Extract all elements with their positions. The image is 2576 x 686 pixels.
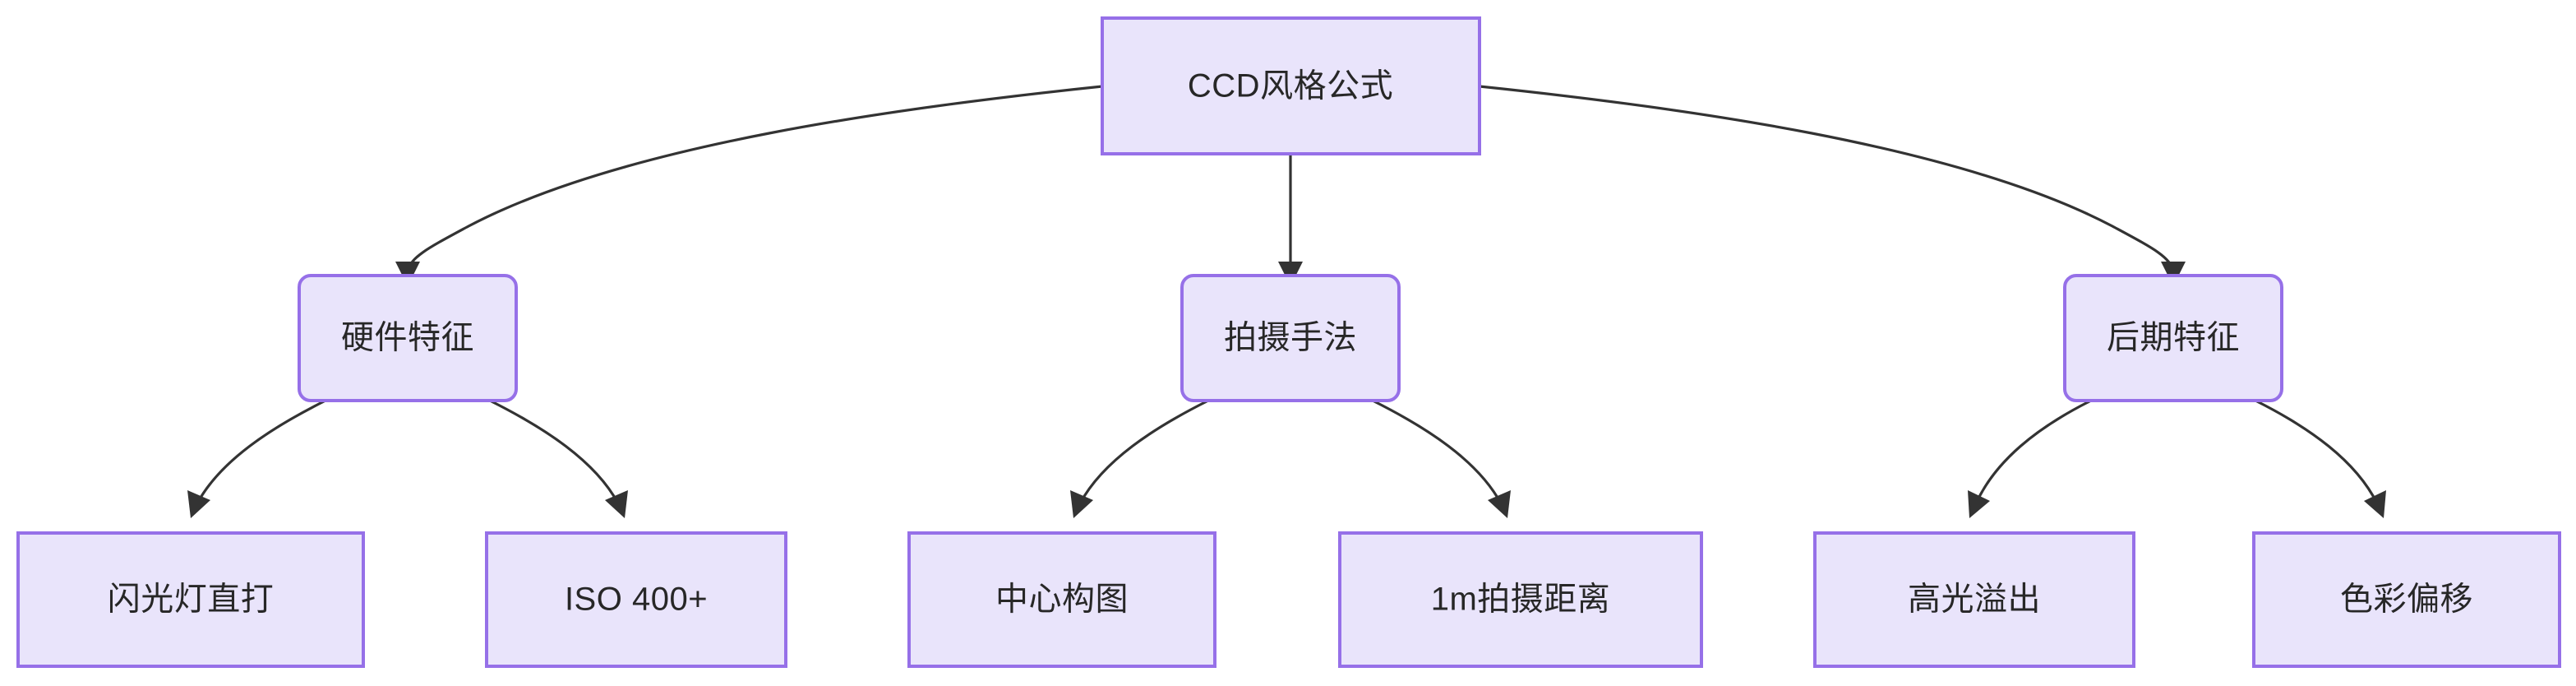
edge-postprocess-to-bloom [1968, 399, 2092, 518]
arrowhead-icon [1968, 490, 1990, 518]
arrowhead-icon [605, 490, 628, 518]
node-shooting[interactable]: 拍摄手法 [1180, 274, 1401, 402]
edge-root-to-hardware [395, 85, 1103, 286]
node-bloom-label: 高光溢出 [1908, 582, 2041, 618]
node-iso-label: ISO 400+ [565, 582, 708, 618]
node-bloom-shape[interactable] [1813, 531, 2135, 668]
edge-hardware-to-flash [187, 399, 326, 518]
node-flash[interactable]: 闪光灯直打 [16, 531, 365, 668]
node-iso[interactable]: ISO 400+ [485, 531, 787, 668]
edge-hardware-to-iso [489, 399, 628, 518]
arrowhead-icon [1070, 490, 1093, 518]
node-postprocess[interactable]: 后期特征 [2063, 274, 2283, 402]
node-distance-shape[interactable] [1338, 531, 1703, 668]
node-shooting-shape[interactable] [1180, 274, 1401, 402]
edge-shooting-to-distance [1372, 399, 1511, 518]
node-root-shape[interactable] [1101, 16, 1481, 155]
node-colorshift-shape[interactable] [2252, 531, 2561, 668]
node-composition-shape[interactable] [907, 531, 1216, 668]
edge-postprocess-to-colorshift [2255, 399, 2386, 518]
node-iso-shape[interactable] [485, 531, 787, 668]
node-flash-label: 闪光灯直打 [108, 582, 275, 618]
node-distance-label: 1m拍摄距离 [1431, 582, 1611, 618]
node-hardware-label: 硬件特征 [341, 320, 474, 356]
node-shooting-label: 拍摄手法 [1224, 320, 1357, 356]
node-hardware-shape[interactable] [298, 274, 518, 402]
node-hardware[interactable]: 硬件特征 [298, 274, 518, 402]
arrowhead-icon [187, 490, 210, 518]
node-bloom[interactable]: 高光溢出 [1813, 531, 2135, 668]
node-root[interactable]: CCD风格公式 [1101, 16, 1481, 155]
edge-shooting-to-composition [1070, 399, 1209, 518]
arrowhead-icon [2364, 490, 2386, 518]
edge-root-to-shooting [1278, 154, 1303, 286]
node-layer: CCD风格公式 硬件特征 拍摄手法 后期特征 闪光灯直打 [16, 16, 2561, 668]
node-colorshift-label: 色彩偏移 [2340, 582, 2473, 618]
node-composition-label: 中心构图 [995, 582, 1129, 618]
node-postprocess-shape[interactable] [2063, 274, 2283, 402]
node-distance[interactable]: 1m拍摄距离 [1338, 531, 1703, 668]
edge-root-to-postprocess [1479, 85, 2186, 286]
node-composition[interactable]: 中心构图 [907, 531, 1216, 668]
node-root-label: CCD风格公式 [1188, 68, 1393, 104]
node-flash-shape[interactable] [16, 531, 365, 668]
node-colorshift[interactable]: 色彩偏移 [2252, 531, 2561, 668]
arrowhead-icon [1488, 490, 1511, 518]
node-postprocess-label: 后期特征 [2107, 320, 2240, 356]
